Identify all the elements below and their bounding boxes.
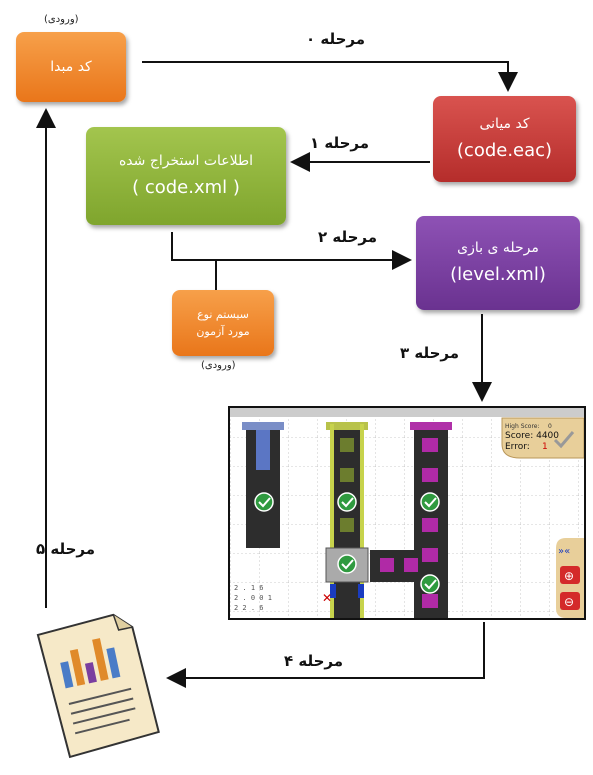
check-icon: [254, 492, 440, 594]
game-screenshot: ✕ High Score: 0 Score: 4400 Error: 1 »« …: [228, 406, 586, 620]
high-score-value: 0: [548, 423, 552, 430]
game-level-file: (level.xml): [450, 264, 546, 285]
stage-5-label: مرحله ۵: [36, 540, 96, 558]
game-level-box: مرحله ی بازی (level.xml): [416, 216, 580, 310]
source-code-label: کد مبدا: [50, 59, 92, 75]
error-value: 1: [542, 442, 548, 452]
chevrons-icon: »«: [558, 546, 570, 557]
extracted-info-box: اطلاعات استخراج شده ( code.xml ): [86, 127, 286, 225]
score-text: Score: 4400: [505, 431, 559, 441]
svg-text:⊖: ⊖: [564, 595, 574, 609]
arrow-stage-2: [171, 232, 412, 270]
stage-3-label: مرحله ۳: [400, 344, 460, 362]
extracted-info-file: ( code.xml ): [132, 177, 240, 198]
high-score-label: High Score:: [505, 423, 540, 430]
source-code-box: کد مبدا: [16, 32, 126, 102]
game-board: ✕ High Score: 0 Score: 4400 Error: 1 »« …: [230, 408, 584, 618]
zoom-out-icon[interactable]: [560, 592, 580, 610]
extracted-info-label: اطلاعات استخراج شده: [118, 153, 254, 169]
arrow-stage-0: [142, 61, 518, 92]
type-system-box: سیستم نوع مورد آزمون: [172, 290, 274, 356]
intermediate-code-label: کد میانی: [479, 116, 530, 132]
intermediate-code-file: (code.eac): [456, 140, 553, 161]
stage-4-label: مرحله ۴: [284, 652, 344, 670]
error-label: Error:: [505, 442, 530, 452]
counter-3: 2 2 . 6: [234, 604, 264, 612]
stage-2-label: مرحله ۲: [318, 228, 378, 246]
stage-1-label: مرحله ۱: [310, 134, 370, 152]
check-icon: [553, 431, 575, 449]
svg-text:✕: ✕: [322, 591, 332, 605]
counter-2: 2 . 0 0 1: [234, 594, 272, 602]
report-document-icon: [36, 613, 160, 759]
intermediate-code-box: کد میانی (code.eac): [433, 96, 576, 182]
type-system-input-tag: (ورودی): [201, 360, 236, 371]
type-system-line2: مورد آزمون: [196, 325, 250, 338]
arrow-stage-4: [166, 622, 485, 688]
score-panel: [501, 417, 584, 459]
stage-0-label: مرحله ۰: [306, 30, 366, 48]
source-input-tag: (ورودی): [44, 14, 79, 25]
type-system-line1: سیستم نوع: [197, 308, 249, 321]
zoom-in-icon[interactable]: [560, 566, 580, 584]
game-level-label: مرحله ی بازی: [457, 240, 539, 256]
svg-text:⊕: ⊕: [564, 569, 574, 583]
counter-1: 2 . 1 6: [234, 584, 264, 592]
